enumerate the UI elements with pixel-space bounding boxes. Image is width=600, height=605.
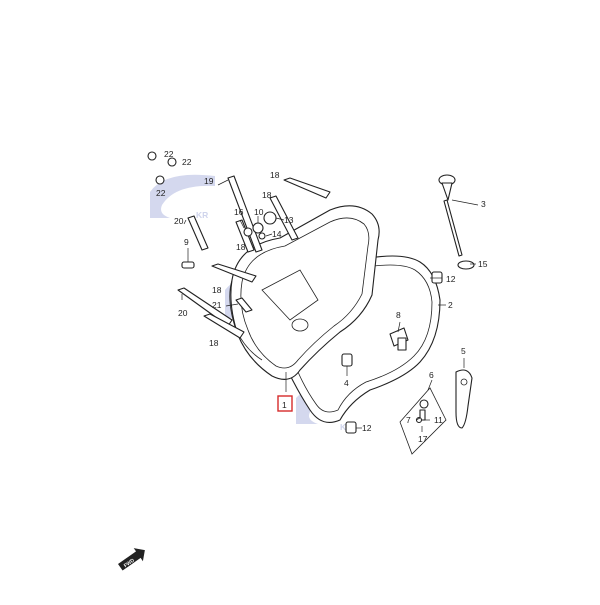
- bolt-set: [147, 151, 331, 339]
- bolt-21: [235, 297, 253, 313]
- bolt-22a-head: [147, 151, 157, 161]
- watermark-swoosh-top: [150, 174, 215, 218]
- callout-12-lower[interactable]: 12: [362, 423, 372, 433]
- dipstick-o-ring: [457, 260, 475, 270]
- dowel-pin-12b: [345, 421, 357, 434]
- callout-2[interactable]: 2: [448, 300, 453, 310]
- clip-9: [181, 261, 195, 269]
- bolt-22c-head: [155, 175, 165, 185]
- fwd-arrow: FWD: [118, 548, 145, 571]
- callout-17[interactable]: 17: [418, 434, 428, 444]
- callout-15[interactable]: 15: [478, 259, 488, 269]
- cover-rib: [261, 269, 319, 321]
- oil-dipstick: [438, 174, 463, 257]
- leader-lines: [181, 179, 479, 432]
- cap-16: [243, 227, 253, 237]
- callout-22-b[interactable]: 22: [182, 157, 192, 167]
- bolt-18-top: [283, 177, 331, 199]
- callout-8[interactable]: 8: [396, 310, 401, 320]
- callout-11[interactable]: 11: [434, 415, 443, 425]
- callout-9[interactable]: 9: [184, 237, 189, 247]
- callout-1[interactable]: 1: [282, 400, 287, 410]
- callout-19[interactable]: 19: [204, 176, 214, 186]
- crankcase-gasket-inner: [290, 264, 433, 413]
- callout-22-a[interactable]: 22: [164, 149, 174, 159]
- callout-22-c[interactable]: 22: [156, 188, 166, 198]
- callout-20-lower[interactable]: 20: [178, 308, 188, 318]
- callout-5[interactable]: 5: [461, 346, 466, 356]
- callout-6[interactable]: 6: [429, 370, 434, 380]
- right-crankcase-cover: [230, 205, 380, 380]
- cover-boss: [291, 318, 309, 332]
- dowel-pin-4: [341, 353, 353, 367]
- kit-parts: [415, 399, 429, 424]
- bolt-18-upper: [269, 195, 299, 241]
- callout-18-upper[interactable]: 18: [270, 170, 280, 180]
- watermark-text-top: KR: [196, 210, 208, 220]
- kit-outline-part-6: [399, 387, 447, 455]
- washer-10: [252, 222, 264, 234]
- callout-1-highlight-box: [277, 395, 293, 412]
- callout-20-upper[interactable]: 20: [174, 216, 184, 226]
- callout-18-mid[interactable]: 18: [236, 242, 246, 252]
- callout-14[interactable]: 14: [272, 229, 282, 239]
- callout-16[interactable]: 16: [234, 207, 244, 217]
- fwd-label: FWD: [123, 557, 136, 569]
- bolt-18-left: [211, 263, 257, 283]
- cover-inner-rim: [240, 217, 370, 369]
- callouts: 1 2 3 4 5 6 7 8 9 10 11 12 12 13 14 15 1…: [156, 149, 488, 444]
- bolt-19: [227, 175, 263, 253]
- callout-7[interactable]: 7: [406, 415, 411, 425]
- shift-shaft-part-8: [389, 327, 409, 351]
- callout-13[interactable]: 13: [284, 215, 294, 225]
- callout-3[interactable]: 3: [481, 199, 486, 209]
- seal-13: [263, 211, 277, 225]
- callout-21[interactable]: 21: [212, 300, 222, 310]
- callout-18-top[interactable]: 18: [262, 190, 272, 200]
- bolt-22b-head: [167, 157, 177, 167]
- clutch-lever-part-5: [455, 369, 473, 429]
- callout-18-left[interactable]: 18: [212, 285, 222, 295]
- ring-14: [258, 232, 266, 240]
- callout-4[interactable]: 4: [344, 378, 349, 388]
- dowel-pin-12a: [431, 271, 443, 284]
- callout-12-upper[interactable]: 12: [446, 274, 456, 284]
- bolt-20-upper: [187, 215, 209, 251]
- callout-18-lower[interactable]: 18: [209, 338, 219, 348]
- bolt-18-lower: [203, 313, 245, 339]
- bolt-20-lower: [177, 287, 233, 327]
- callout-10[interactable]: 10: [254, 207, 264, 217]
